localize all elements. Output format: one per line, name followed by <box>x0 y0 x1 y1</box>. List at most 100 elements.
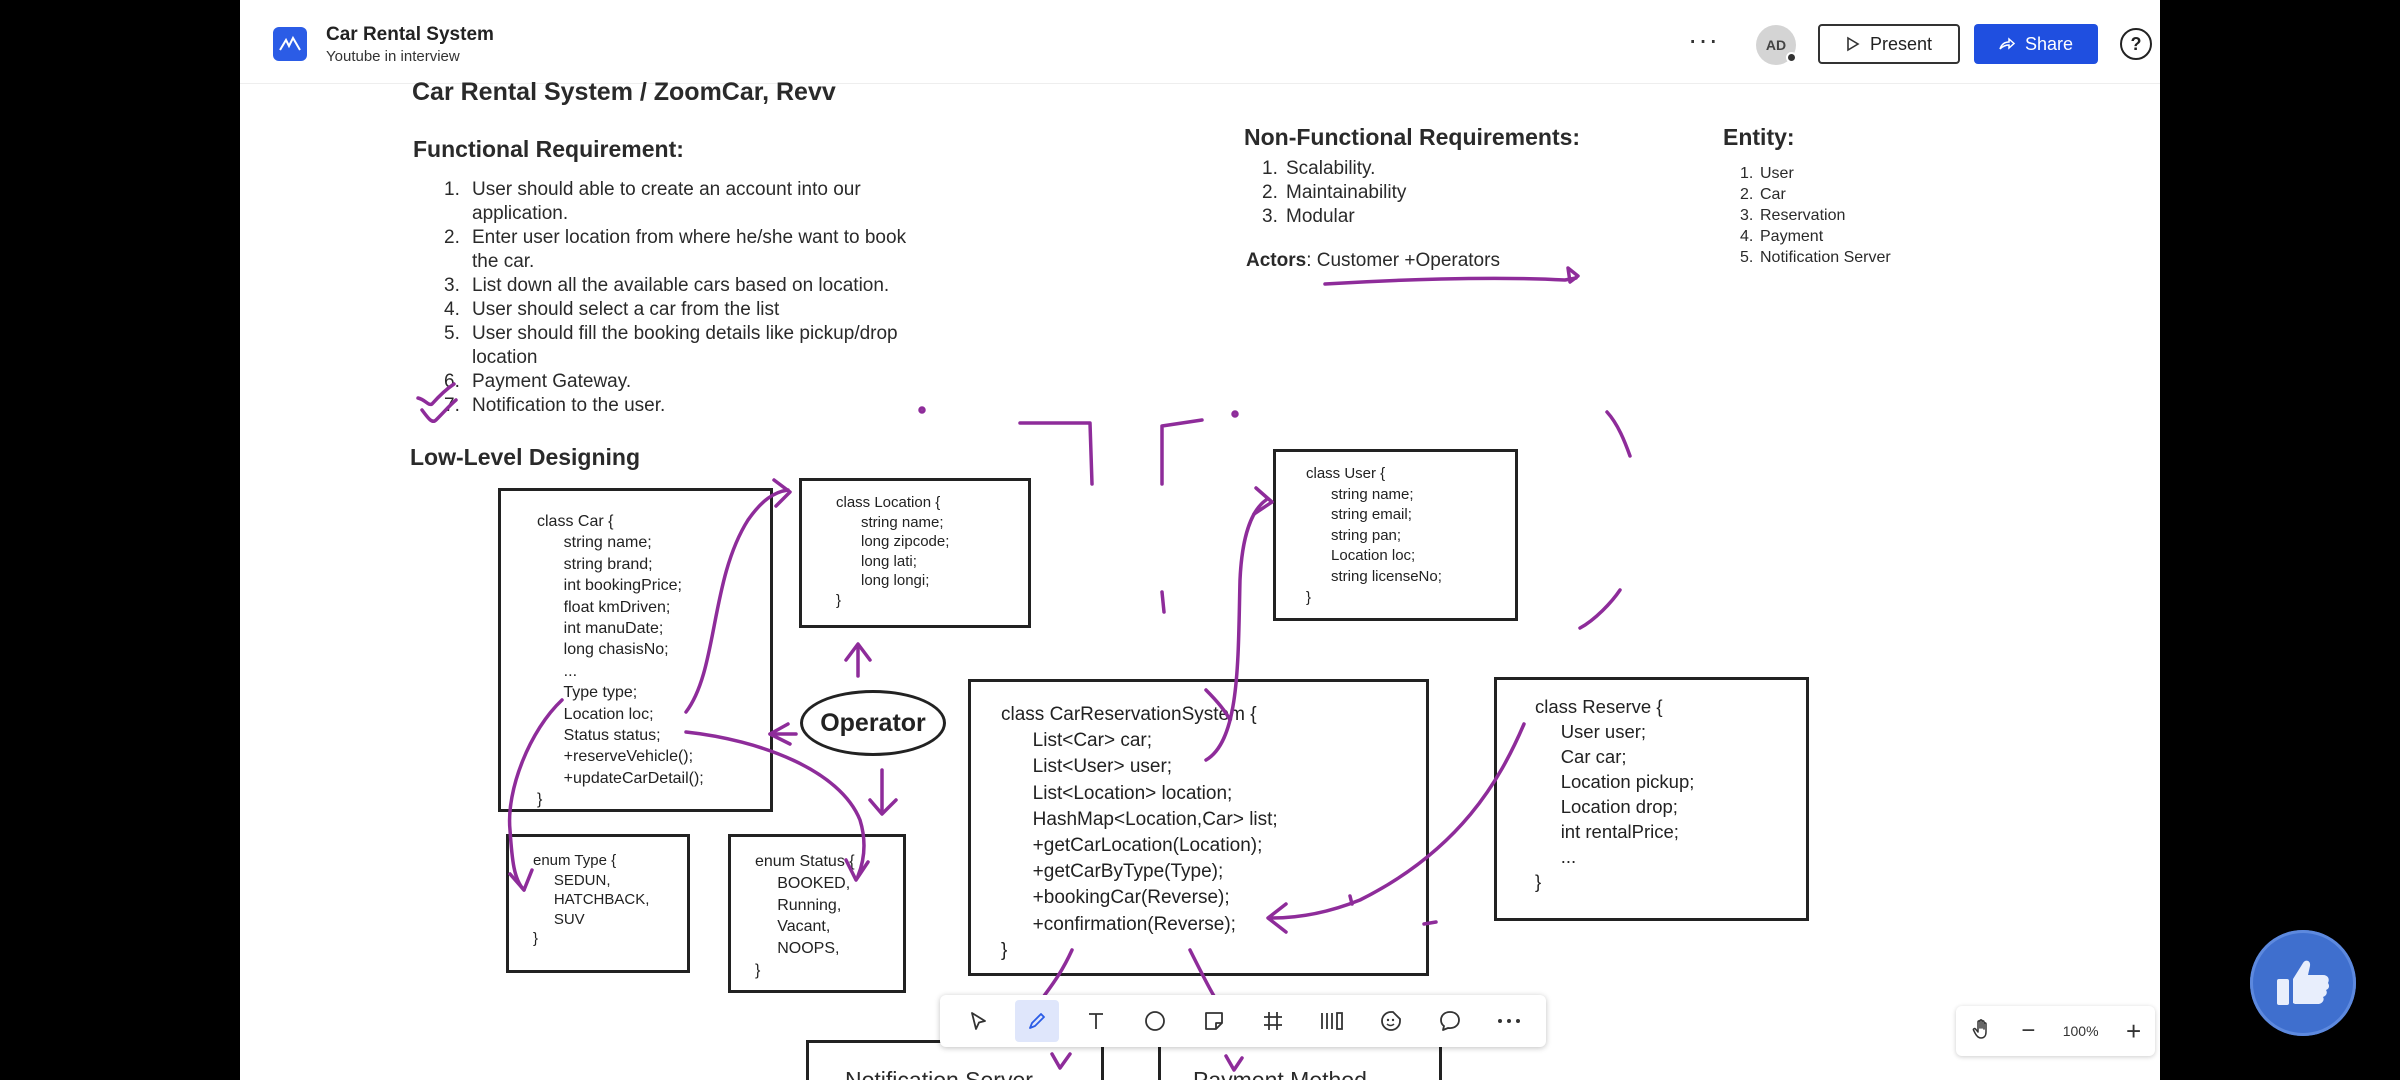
enum-status-code: enum Status { BOOKED, Running, Vacant, N… <box>755 853 855 979</box>
columns-icon <box>1320 1012 1343 1030</box>
sticky-note-icon <box>1204 1012 1223 1030</box>
zoom-level[interactable]: 100% <box>2062 1023 2099 1039</box>
non-functional-heading: Non-Functional Requirements: <box>1244 124 1581 150</box>
zoom-controls: − 100% + <box>1956 1006 2155 1056</box>
payment-method-label: Payment Method <box>1193 1067 1367 1080</box>
share-icon <box>1999 37 2015 50</box>
ink-arrowhead <box>1252 486 1274 516</box>
non-functional-list: 1.Scalability. 2.Maintainability 3.Modul… <box>1262 157 1406 229</box>
table-tool[interactable] <box>1310 1000 1354 1042</box>
presence-dot <box>1786 52 1797 63</box>
list-item: 4.Payment <box>1740 228 1824 245</box>
class-car-box[interactable]: class Car { string name; string brand; i… <box>498 488 773 812</box>
frame-icon <box>1263 1012 1282 1030</box>
frame-tool[interactable] <box>1251 1000 1295 1042</box>
list-item: 2.Enter user location from where he/she … <box>444 227 907 248</box>
ink-stroke <box>1018 421 1094 486</box>
circle-icon <box>1144 1011 1165 1031</box>
share-button[interactable]: Share <box>1974 24 2098 64</box>
class-location-box[interactable]: class Location { string name; long zipco… <box>799 478 1031 628</box>
ink-pen-cursor <box>1566 266 1580 284</box>
actors-label: Actors <box>1246 250 1307 271</box>
app-logo-icon[interactable] <box>273 27 307 61</box>
list-item: application. <box>472 203 569 224</box>
ink-stroke <box>1605 410 1632 458</box>
pen-tool[interactable] <box>1014 1000 1059 1042</box>
pen-icon <box>1028 1013 1045 1029</box>
notification-server-label: Notification Server <box>845 1067 1033 1080</box>
comment-tool[interactable] <box>1428 1000 1472 1042</box>
list-item: 1.Scalability. <box>1262 158 1376 179</box>
more-icon <box>1497 1019 1520 1023</box>
list-item: 7.Notification to the user. <box>444 395 666 416</box>
list-item: 3.List down all the available cars based… <box>444 275 890 296</box>
class-location-code: class Location { string name; long zipco… <box>836 494 950 609</box>
hand-icon <box>1972 1018 1987 1039</box>
pointer-tool[interactable] <box>956 1000 1000 1042</box>
enum-type-code: enum Type { SEDUN, HATCHBACK, SUV } <box>533 852 650 947</box>
list-item: 5.User should fill the booking details l… <box>444 323 898 344</box>
list-item: location <box>472 347 538 368</box>
play-icon <box>1847 36 1860 52</box>
list-item: 5.Notification Server <box>1740 249 1891 266</box>
board-main-title: Car Rental System / ZoomCar, Revv <box>412 78 836 106</box>
list-item: 3.Reservation <box>1740 207 1846 224</box>
class-user-box[interactable]: class User { string name; string email; … <box>1273 449 1518 621</box>
ink-underline-actors <box>1323 276 1578 286</box>
class-car-code: class Car { string name; string brand; i… <box>537 513 704 809</box>
actors-value: : Customer +Operators <box>1306 250 1500 271</box>
list-item: 4.User should select a car from the list <box>444 299 780 320</box>
whiteboard-canvas[interactable]: Car Rental System Youtube in interview ·… <box>240 0 2160 1080</box>
list-item: 2.Maintainability <box>1262 182 1407 203</box>
zoom-in-button[interactable]: + <box>2126 1015 2142 1046</box>
ink-arrowhead <box>844 642 872 662</box>
zoom-out-button[interactable]: − <box>2021 1017 2036 1044</box>
comment-icon <box>1439 1011 1460 1031</box>
pointer-icon <box>970 1012 986 1030</box>
list-item: 2.Car <box>1740 186 1786 203</box>
operator-ellipse[interactable]: Operator <box>800 690 946 756</box>
list-item: 6.Payment Gateway. <box>444 371 632 392</box>
share-label: Share <box>2024 33 2074 54</box>
class-reservation-system-box[interactable]: class CarReservationSystem { List<Car> c… <box>968 679 1429 976</box>
thumbs-up-icon <box>2277 960 2330 1005</box>
bottom-toolbar <box>940 995 1546 1047</box>
ink-stroke <box>1160 418 1204 486</box>
board-subtitle: Youtube in interview <box>326 48 460 65</box>
functional-heading: Functional Requirement: <box>413 136 684 162</box>
entity-list: 1.User 2.Car 3.Reservation 4.Payment 5.N… <box>1740 163 1891 268</box>
functional-list: 1.User should able to create an account … <box>444 178 906 418</box>
enum-type-box[interactable]: enum Type { SEDUN, HATCHBACK, SUV } <box>506 834 690 973</box>
like-button[interactable] <box>2250 930 2356 1036</box>
ink-stroke <box>1160 590 1166 614</box>
lld-heading: Low-Level Designing <box>410 444 641 470</box>
more-options-button[interactable]: ··· <box>1688 24 1719 55</box>
list-item: 1.User should able to create an account … <box>444 179 861 200</box>
sticker-icon <box>1380 1011 1401 1031</box>
enum-status-box[interactable]: enum Status { BOOKED, Running, Vacant, N… <box>728 834 906 993</box>
shape-tool[interactable] <box>1133 1000 1177 1042</box>
class-reserve-code: class Reserve { User user; Car car; Loca… <box>1535 696 1695 892</box>
list-item: 1.User <box>1740 165 1794 182</box>
avatar[interactable]: AD <box>1756 25 1796 65</box>
top-bar: Car Rental System Youtube in interview ·… <box>240 0 2160 84</box>
ink-stroke <box>1578 588 1622 630</box>
list-item: the car. <box>472 251 535 272</box>
help-button[interactable]: ? <box>2120 28 2152 60</box>
more-tools-button[interactable] <box>1487 1000 1531 1042</box>
present-label: Present <box>1869 33 1933 54</box>
class-reserve-box[interactable]: class Reserve { User user; Car car; Loca… <box>1494 677 1809 921</box>
class-user-code: class User { string name; string email; … <box>1306 465 1442 606</box>
present-button[interactable]: Present <box>1818 24 1960 64</box>
hand-tool[interactable] <box>1970 1017 1994 1046</box>
ink-arrowhead <box>772 478 792 508</box>
sticky-note-tool[interactable] <box>1192 1000 1236 1042</box>
text-tool[interactable] <box>1074 1000 1118 1042</box>
ink-dot <box>1231 410 1239 418</box>
sticker-tool[interactable] <box>1369 1000 1413 1042</box>
entity-heading: Entity: <box>1723 124 1795 150</box>
text-icon <box>1088 1013 1103 1029</box>
board-title[interactable]: Car Rental System <box>326 24 494 45</box>
ink-arrowhead <box>768 722 792 746</box>
ink-dot <box>918 406 926 414</box>
